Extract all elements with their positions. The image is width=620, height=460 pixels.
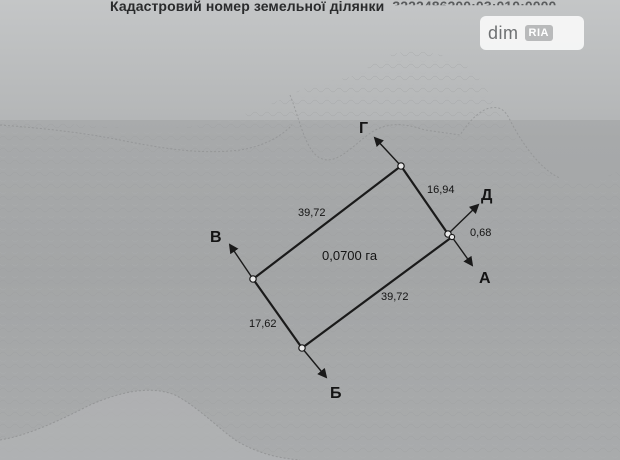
arrow-d	[447, 203, 480, 235]
guilloche-band-top	[0, 51, 620, 460]
side-g-d	[400, 165, 449, 235]
arrow-a	[451, 236, 474, 267]
side-a-b	[301, 236, 453, 349]
area-label: 0,0700 га	[322, 248, 378, 263]
guilloche-band-left	[0, 124, 293, 153]
arrow-g	[373, 136, 402, 167]
vertex-label-d: Д	[481, 187, 493, 204]
arrow-v	[228, 243, 254, 280]
vertex-v	[249, 275, 257, 283]
side-label-gd: 16,94	[427, 184, 455, 196]
watermark-badge: RIA	[524, 25, 553, 41]
side-v-g	[252, 165, 402, 280]
vertex-label-g: Г	[359, 120, 368, 137]
vertex-a	[448, 233, 456, 241]
guilloche-band-bottom-line	[0, 389, 301, 460]
vertex-label-b: Б	[330, 385, 342, 402]
vertex-b	[298, 344, 306, 352]
vertex-g	[397, 162, 405, 170]
arrow-b	[301, 347, 328, 379]
watermark-brand: dim	[488, 22, 519, 43]
guilloche-band-bottom	[0, 390, 300, 460]
guilloche-band-upper	[289, 94, 561, 179]
cadastral-title: Кадастровий номер земельної ділянки 32224…	[110, 0, 556, 14]
side-label-va: 39,72	[298, 207, 326, 219]
cadastral-label: Кадастровий номер земельної ділянки	[110, 0, 385, 14]
side-label-ab: 39,72	[381, 291, 409, 303]
cadastral-number: 3222486200:03:010:0000	[392, 0, 557, 14]
side-b-v	[252, 278, 303, 349]
parcel-outline	[252, 165, 453, 349]
dim-ria-watermark: dim RIA	[480, 16, 584, 50]
side-label-da: 0,68	[470, 227, 491, 239]
vertex-label-a: А	[479, 270, 491, 287]
vertex-label-v: В	[210, 229, 222, 246]
side-label-bv: 17,62	[249, 318, 277, 330]
